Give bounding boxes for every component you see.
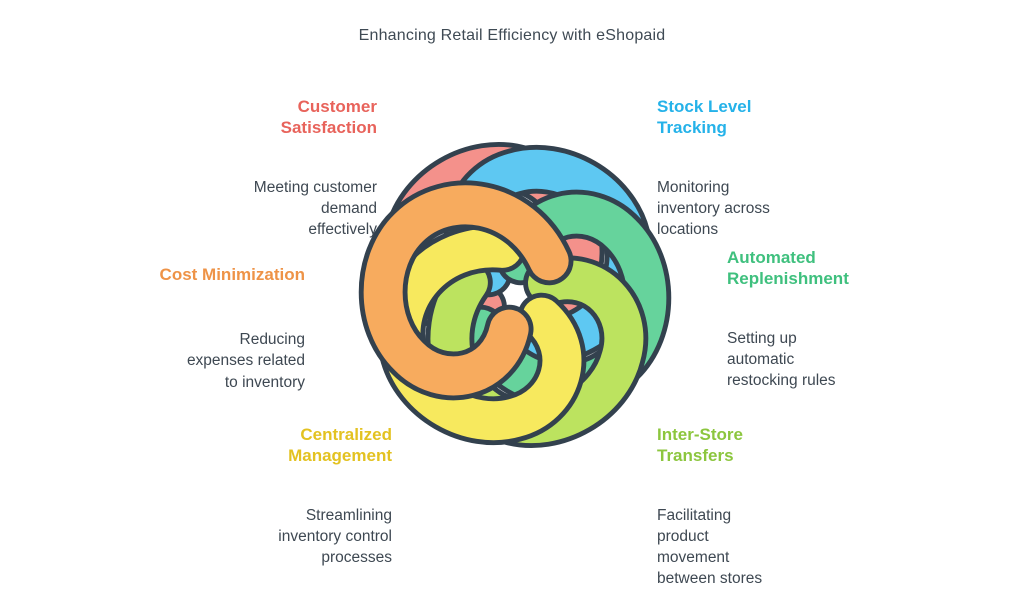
section-body: Monitoring inventory across locations: [657, 178, 770, 238]
section-body: Streamlining inventory control processes: [278, 506, 392, 566]
knot-diagram: [320, 100, 710, 490]
section-heading: Inter-Store Transfers: [657, 425, 743, 466]
section-stock-level-tracking: Stock Level Tracking Monitoring inventor…: [657, 78, 857, 258]
section-body: Reducing expenses related to inventory: [186, 331, 305, 391]
section-body: Setting up automatic restocking rules: [727, 329, 836, 389]
knot-svg: [358, 142, 672, 448]
section-body: Facilitating product movement between st…: [657, 506, 763, 588]
section-customer-satisfaction: Customer Satisfaction Meeting customer d…: [157, 78, 377, 258]
section-heading: Automated Replenishment: [727, 248, 849, 289]
page-title: Enhancing Retail Efficiency with eShopai…: [358, 27, 666, 44]
section-heading: Centralized Management: [288, 425, 392, 466]
cost-minimization-loop: [358, 180, 574, 401]
section-body: Meeting customer demand effectively: [253, 178, 377, 238]
section-heading: Cost Minimization: [159, 265, 305, 284]
section-inter-store-transfers: Inter-Store Transfers Facilitating produ…: [657, 406, 837, 607]
centralized-management-loop: [376, 223, 587, 446]
section-automated-replenishment: Automated Replenishment Setting up autom…: [727, 229, 927, 409]
section-heading: Customer Satisfaction: [280, 97, 377, 138]
section-heading: Stock Level Tracking: [657, 97, 752, 138]
section-centralized-management: Centralized Management Streamlining inve…: [182, 406, 392, 586]
section-cost-minimization: Cost Minimization Reducing expenses rela…: [85, 246, 305, 411]
